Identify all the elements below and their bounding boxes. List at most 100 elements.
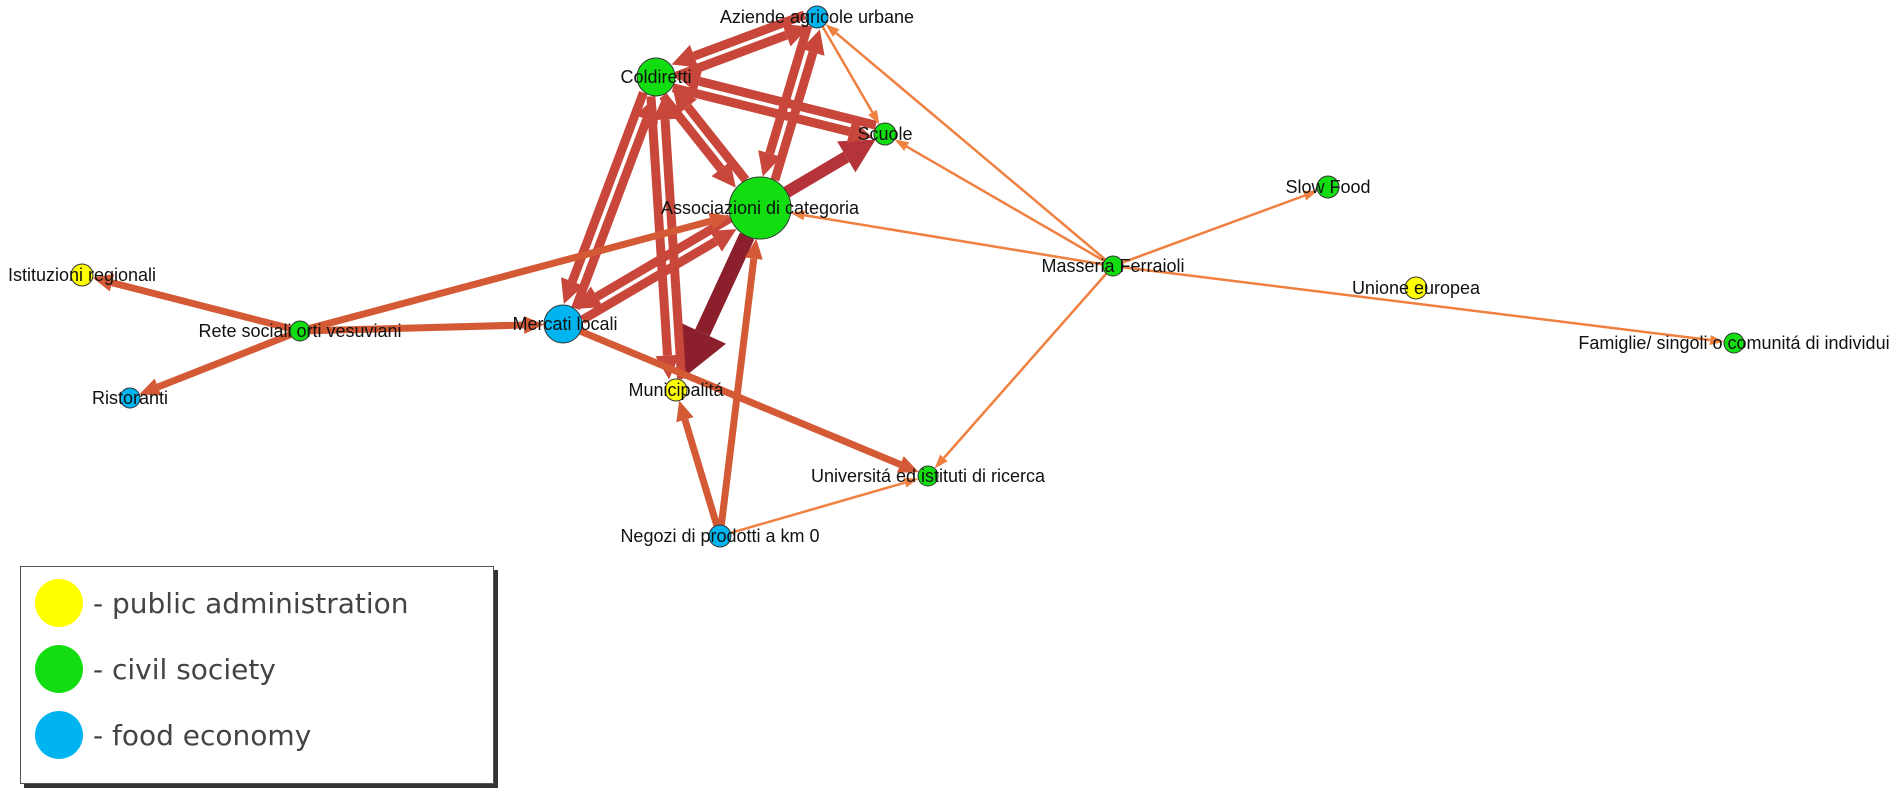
- node-associazioni: [728, 176, 792, 240]
- legend-item-civil-society: - civil society: [35, 645, 276, 693]
- edges-layer: [92, 10, 1725, 535]
- edge-line: [681, 418, 721, 527]
- arrowhead-icon: [523, 316, 545, 335]
- edge-mercati-to-associazioni: [580, 229, 737, 324]
- node-negozi: [708, 524, 732, 548]
- edge-mercati-to-coldiretti: [571, 97, 658, 311]
- edge-coldiretti-to-scuole: [671, 83, 873, 144]
- node-label-coldiretti: Coldiretti: [620, 67, 691, 87]
- edge-line: [770, 51, 818, 182]
- arrowhead-icon: [868, 109, 880, 125]
- edge-coldiretti-to-mercati: [561, 90, 648, 304]
- edge-rete-to-ristoranti: [139, 331, 292, 396]
- legend-label: - public administration: [93, 586, 409, 620]
- arrowhead-icon: [790, 210, 806, 221]
- legend: - public administration - civil society …: [20, 566, 494, 784]
- legend-label: - civil society: [93, 652, 276, 686]
- node-coldiretti: [636, 57, 676, 97]
- arrowhead-icon: [894, 139, 910, 151]
- edge-line: [674, 30, 788, 81]
- edge-masseria-to-associazioni: [790, 210, 1104, 266]
- edge-line: [730, 481, 906, 535]
- edge-line: [783, 151, 850, 198]
- edge-associazioni-to-mercati: [576, 214, 733, 309]
- node-mercati: [543, 304, 583, 344]
- node-famiglie: [1723, 332, 1745, 354]
- node-label-istituzioni: Istituzioni regionali: [8, 265, 156, 285]
- arrowhead-icon: [561, 277, 584, 304]
- arrowhead-icon: [653, 95, 678, 121]
- arrowhead-icon: [903, 477, 919, 488]
- edge-line: [684, 103, 750, 183]
- arrowhead-icon: [934, 454, 948, 469]
- arrowhead-icon: [92, 273, 115, 292]
- edge-line: [568, 90, 648, 284]
- legend-label: - food economy: [93, 718, 312, 752]
- nodes-layer: [70, 5, 1745, 548]
- edge-associazioni-to-coldiretti: [672, 87, 750, 183]
- network-graph: Aziende agricole urbaneColdirettiScuoleA…: [8, 5, 1890, 548]
- labels-layer: Aziende agricole urbaneColdirettiScuoleA…: [8, 7, 1890, 546]
- edge-line: [671, 83, 851, 137]
- edge-line: [580, 237, 719, 324]
- legend-item-public-administration: - public administration: [35, 579, 409, 627]
- edge-associazioni-to-scuole: [783, 139, 876, 198]
- arrowhead-icon: [711, 161, 736, 188]
- node-universita: [917, 465, 939, 487]
- node-label-masseria: Masseria Ferraioli: [1041, 256, 1184, 276]
- node-istituzioni: [70, 263, 94, 287]
- node-label-slowfood: Slow Food: [1285, 177, 1370, 197]
- edge-line: [835, 32, 1107, 261]
- edge-line: [571, 117, 651, 311]
- arrowhead-icon: [709, 229, 737, 252]
- node-slowfood: [1316, 175, 1340, 199]
- node-scuole: [873, 122, 897, 146]
- edge-rete-to-associazioni: [308, 212, 731, 332]
- edge-line: [821, 25, 874, 114]
- node-ristoranti: [119, 387, 141, 409]
- arrowhead-icon: [139, 378, 162, 396]
- arrowhead-icon: [672, 87, 698, 115]
- node-aziende: [805, 5, 829, 29]
- arrowhead-icon: [744, 238, 763, 260]
- edge-line: [594, 214, 733, 301]
- edge-line: [646, 96, 672, 356]
- arrowhead-icon: [837, 139, 876, 173]
- edge-coldiretti-to-aziende: [674, 23, 809, 81]
- edge-rete-to-mercati: [309, 316, 545, 335]
- arrowhead-icon: [675, 69, 703, 93]
- edge-negozi-to-associazioni: [717, 238, 763, 526]
- edge-line: [804, 214, 1104, 266]
- node-label-unione: Unione europea: [1352, 278, 1481, 298]
- node-label-mercati: Mercati locali: [512, 314, 617, 334]
- arrowhead-icon: [801, 29, 825, 56]
- edge-negozi-to-municipalita: [676, 400, 721, 527]
- arrowhead-icon: [708, 212, 731, 230]
- arrowhead-icon: [896, 456, 919, 473]
- edge-line: [156, 331, 292, 391]
- edge-masseria-to-famiglie: [1122, 265, 1725, 346]
- edge-line: [308, 217, 712, 332]
- edge-rete-to-istituzioni: [92, 273, 292, 332]
- edge-associazioni-to-municipalita: [678, 232, 755, 381]
- edge-aziende-to-scuole: [821, 25, 880, 125]
- arrowhead-icon: [576, 286, 603, 309]
- arrowhead-icon: [825, 24, 840, 37]
- node-unione: [1404, 276, 1428, 300]
- edge-associazioni-to-aziende: [770, 29, 825, 182]
- arrowhead-icon: [671, 44, 699, 68]
- node-label-universita: Universitá ed istituti di ricerca: [811, 466, 1046, 486]
- node-label-municipalita: Municipalitá: [628, 380, 724, 400]
- edge-negozi-to-universita: [730, 477, 919, 535]
- edge-line: [1121, 194, 1305, 264]
- node-label-aziende: Aziende agricole urbane: [720, 7, 914, 27]
- edge-masseria-to-universita: [934, 272, 1108, 469]
- arrowhead-icon: [678, 321, 727, 381]
- node-masseria: [1102, 255, 1124, 277]
- arrowhead-icon: [846, 120, 873, 144]
- edge-aziende-to-coldiretti: [671, 10, 807, 68]
- legend-swatch-icon: [35, 579, 83, 627]
- arrowhead-icon: [758, 150, 782, 177]
- node-label-rete: Rete sociali orti vesuviani: [198, 321, 401, 341]
- edge-line: [659, 92, 725, 172]
